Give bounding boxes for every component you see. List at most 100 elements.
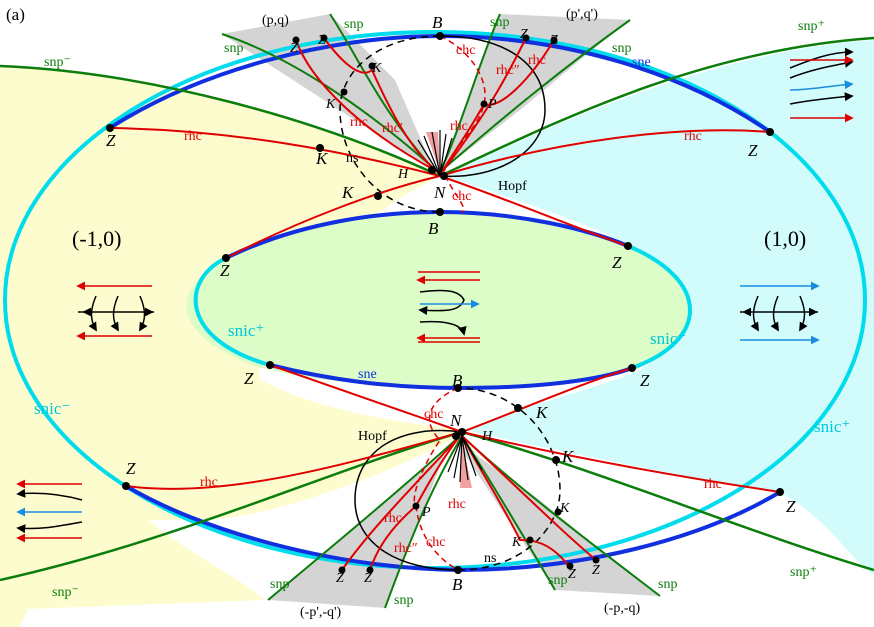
label-snp-top-right-2: snp <box>612 41 631 56</box>
hopf-top <box>439 35 546 178</box>
rhc-a-plus <box>439 129 771 177</box>
gray-wedge-center-top <box>426 132 440 172</box>
point-label-Z-4: Z <box>550 33 558 48</box>
rhc-a-minus-inner <box>269 364 463 433</box>
rhc-b-minus-inner <box>439 175 629 247</box>
rhc-bottom-left-1 <box>341 435 461 571</box>
point-label-B-inner-bottom: B <box>452 371 463 390</box>
label-ns-bottom: ns <box>484 551 496 566</box>
snp-bottom-left-edge <box>384 435 463 609</box>
rhc-bottom-right-2 <box>461 435 571 569</box>
point-label-Z-7: Z <box>568 567 576 582</box>
label-snp-plus-top: snp⁺ <box>798 19 825 34</box>
green-region-center <box>186 211 688 388</box>
point-label-K-7: K <box>559 501 570 516</box>
label-snp-bottom-right-2: snp <box>658 577 677 592</box>
phase-portrait-left-bottom <box>16 479 83 543</box>
phase-portrait-right-mid <box>740 281 820 345</box>
fan-top <box>417 130 453 177</box>
label-rhc-top-left: rhc <box>350 115 368 130</box>
label-rhc-b-minus: rhc <box>184 129 202 144</box>
rhc-top-left-1 <box>295 39 439 173</box>
point-label-Z-8: Z <box>592 563 600 578</box>
label-hopf-top: Hopf <box>498 179 527 194</box>
label-snp-bottom-left-2: snp <box>394 593 413 608</box>
label-rhc-bottom-left: rhc <box>384 511 402 526</box>
point-label-P-bottom: P <box>421 505 431 520</box>
snic-inner-left-arc <box>193 256 271 367</box>
label-snp-top-right: snp <box>490 15 509 30</box>
label-rhc-double-prime-top: rhc″ <box>496 63 520 78</box>
chc-top-dashed <box>439 35 486 213</box>
phase-portrait-center <box>416 271 480 343</box>
label-rhc-top-right: rhc <box>450 119 468 134</box>
point-label-Za-minus-bottom: Z <box>126 459 136 478</box>
point-label-Z-6: Z <box>364 571 372 586</box>
point-label-Z-5: Z <box>336 571 344 586</box>
rhc-b-plus-inner <box>461 367 633 433</box>
point-label-K-6: K <box>561 447 575 466</box>
point-label-B-inner-top: B <box>428 219 439 238</box>
point-label-Z-3: Z <box>520 27 528 42</box>
phase-portrait-left-mid <box>76 281 154 341</box>
snp-minus-bottom <box>0 430 463 582</box>
point-label-Z-2: Z <box>318 33 326 48</box>
label-rhc-b-plus: rhc <box>704 477 722 492</box>
label-snp-plus-bottom: snp⁺ <box>790 565 817 580</box>
label-snp-minus-bottom: snp⁻ <box>52 585 79 600</box>
region-label-p-prime-q-prime: (p',q') <box>566 7 598 22</box>
fan-bottom <box>447 435 483 483</box>
hopf-bottom <box>354 429 463 571</box>
point-label-Za-minus-inner: Z <box>640 371 650 390</box>
label-snp-bottom-left: snp <box>270 577 289 592</box>
point-label-B-bottom: B <box>452 575 463 594</box>
label-snp-top-left-2: snp <box>344 17 363 32</box>
rhc-top-left-2 <box>323 37 439 173</box>
label-sne-bottom: sne <box>358 367 377 382</box>
point-label-H-bottom: H <box>481 429 493 444</box>
label-rhc-a-minus: rhc <box>200 475 218 490</box>
gray-wedge-top-left <box>222 14 435 172</box>
phase-portrait-right-top <box>789 47 854 123</box>
label-chc-top: chc <box>456 43 475 58</box>
rhc-a-plus-inner <box>225 175 441 259</box>
points <box>106 32 784 574</box>
point-label-Za-plus-top: Z <box>748 141 758 160</box>
yellow-region-bottom-left <box>0 440 265 610</box>
point-label-P-top: P <box>487 97 497 112</box>
point-label-K-2: K <box>341 183 355 202</box>
rhc-b-minus <box>109 127 441 177</box>
snp-top-right-edge <box>439 19 631 173</box>
point-label-K-8: K <box>511 535 522 550</box>
snp-plus-top <box>439 36 874 178</box>
rhc-b-plus <box>461 431 781 493</box>
region-label-p-q: (p,q) <box>262 13 289 28</box>
point-label-K-4: K <box>325 97 336 112</box>
chc-bottom-dashed <box>413 387 459 571</box>
snp-minus-top <box>0 64 441 178</box>
point-label-K-3: K <box>371 61 382 76</box>
rhc-top-right-1 <box>441 37 527 173</box>
point-label-Zb-minus-inner: Z <box>612 253 622 272</box>
snp-plus-bottom <box>461 430 874 572</box>
label-snic-minus-outer: snic⁻ <box>34 399 70 418</box>
label-snp-top-left: snp <box>224 41 243 56</box>
point-label-B-top: B <box>432 13 443 32</box>
label-snic-plus-inner: snic⁺ <box>228 321 264 340</box>
point-label-K-1: K <box>315 149 329 168</box>
point-label-Z-1: Z <box>290 41 298 56</box>
snic-inner-right-arc <box>627 244 692 370</box>
panel-label: (a) <box>6 5 25 24</box>
region-label-minus-one-zero: (-1,0) <box>72 226 121 251</box>
rhc-a-minus <box>125 431 463 490</box>
label-snic-plus-outer: snic⁺ <box>814 417 850 436</box>
ns-top-dashed <box>339 35 441 213</box>
rhc-bottom-right-1 <box>461 435 597 561</box>
label-rhc-bottom: rhc <box>448 497 466 512</box>
cyan-region-right <box>445 40 874 575</box>
label-ns-top: ns <box>346 151 358 166</box>
label-rhc-top-right-2: rhc <box>528 53 546 68</box>
gray-wedge-bottom-left <box>268 452 445 608</box>
point-label-Zb-plus-bottom: Z <box>786 497 796 516</box>
